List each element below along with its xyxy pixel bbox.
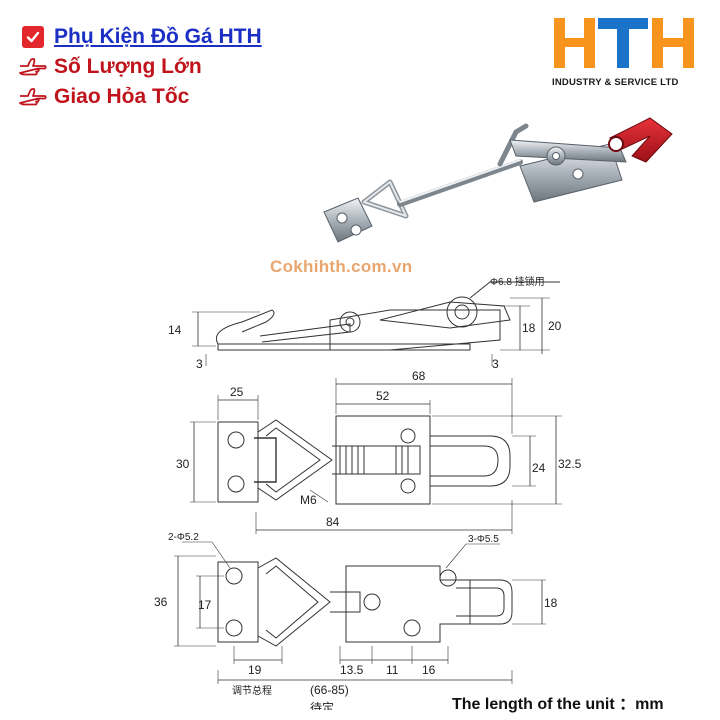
technical-drawing: Φ6.8 挂锁用 14 3 18 20 3 25 68 52 30 24 32.… (150, 250, 600, 715)
express-delivery-text: Giao Hỏa Tốc (54, 85, 190, 108)
dim-top-24: 24 (532, 461, 546, 475)
dim-top-30: 30 (176, 457, 190, 471)
dim-bottom-16: 16 (422, 663, 436, 677)
logo-tagline: INDUSTRY & SERVICE LTD (552, 77, 679, 88)
dim-bottom-36: 36 (154, 595, 168, 609)
top-view (190, 378, 562, 534)
dim-top-m6: M6 (300, 493, 317, 507)
dim-bottom-13-5: 13.5 (340, 663, 364, 677)
dim-side-18: 18 (522, 321, 536, 335)
dim-bottom-11: 11 (386, 663, 399, 677)
bottom-view (174, 541, 546, 684)
dim-side-3-right: 3 (492, 357, 499, 371)
dim-side-20: 20 (548, 319, 562, 333)
dim-top-84: 84 (326, 515, 340, 529)
shop-name-link[interactable]: Phụ Kiện Đồ Gá HTH (54, 25, 262, 48)
product-photo (320, 104, 680, 254)
adjust-range-value: (66-85) (310, 683, 349, 697)
dim-side-14: 14 (168, 323, 182, 337)
dim-bottom-18: 18 (544, 596, 558, 610)
left-holes-callout: 2-Φ5.2 (168, 532, 199, 543)
watermark-text: Cokhihth.com.vn (270, 257, 413, 276)
hth-logo-mark (554, 18, 694, 68)
unit-note: The length of the unit ：mm (452, 696, 664, 713)
hole-callout-label: Φ6.8 挂锁用 (490, 275, 545, 288)
promo-block: Phụ Kiện Đồ Gá HTH Số Lượng Lớn Giao Hỏa… (18, 22, 262, 112)
dim-top-68: 68 (412, 369, 426, 383)
bulk-quantity-text: Số Lượng Lớn (54, 55, 202, 78)
dim-top-25: 25 (230, 385, 244, 399)
pointing-hand-icon (18, 85, 48, 109)
promo-row-delivery: Giao Hỏa Tốc (18, 82, 262, 112)
check-icon (18, 25, 48, 49)
hth-logo: INDUSTRY & SERVICE LTD (552, 14, 702, 88)
promo-row-quantity: Số Lượng Lớn (18, 52, 262, 82)
adjust-range-label: 调节总程 (232, 684, 272, 697)
dim-side-3-left: 3 (196, 357, 203, 371)
right-holes-callout: 3-Φ5.5 (468, 534, 499, 545)
promo-row-shop[interactable]: Phụ Kiện Đồ Gá HTH (18, 22, 262, 52)
dim-bottom-19: 19 (248, 663, 262, 677)
dim-top-52: 52 (376, 389, 390, 403)
dim-top-32-5: 32.5 (558, 457, 582, 471)
dim-bottom-17: 17 (198, 598, 212, 612)
pending-label: 待定 (310, 700, 334, 710)
side-view (192, 281, 560, 366)
pointing-hand-icon (18, 55, 48, 79)
